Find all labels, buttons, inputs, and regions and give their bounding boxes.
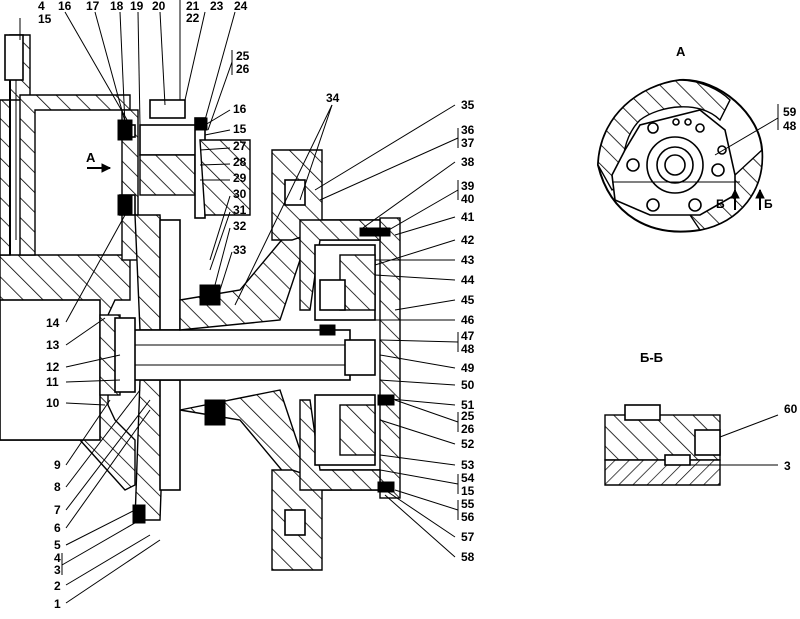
callout-21: 21: [186, 0, 200, 13]
callout-24: 24: [234, 0, 248, 13]
view-a-title: А: [676, 44, 686, 59]
section-mark-left: Б: [716, 197, 725, 211]
section-mark-right: Б: [764, 197, 773, 211]
callout-14: 14: [46, 316, 60, 330]
callout-39: 39: [461, 179, 475, 193]
callout-34: 34: [326, 91, 340, 105]
callout-15-mid: 15: [233, 122, 247, 136]
callout-52: 52: [461, 437, 475, 451]
callout-27: 27: [233, 139, 247, 153]
callout-23: 23: [210, 0, 224, 13]
callout-19: 19: [130, 0, 144, 13]
callout-10: 10: [46, 396, 60, 410]
callout-4-left: 4: [54, 551, 61, 565]
callout-48-view-a: 48: [783, 119, 797, 133]
callout-8: 8: [54, 480, 61, 494]
callout-40: 40: [461, 192, 475, 206]
callout-44: 44: [461, 273, 475, 287]
callout-25-mid: 25: [236, 49, 250, 63]
view-a: А Б Б 59 48: [596, 44, 797, 233]
callout-47: 47: [461, 329, 475, 343]
callout-41: 41: [461, 210, 475, 224]
callout-48: 48: [461, 342, 475, 356]
callout-20: 20: [152, 0, 166, 13]
callout-4-top: 4: [38, 0, 45, 13]
callout-50: 50: [461, 378, 475, 392]
callout-26-mid: 26: [236, 62, 250, 76]
callout-7: 7: [54, 503, 61, 517]
callout-45: 45: [461, 293, 475, 307]
callout-13: 13: [46, 338, 60, 352]
callout-30: 30: [233, 187, 247, 201]
callout-26-right: 26: [461, 422, 475, 436]
callout-22: 22: [186, 11, 200, 25]
section-bb: Б-Б 60 3: [604, 350, 798, 486]
callout-43: 43: [461, 253, 475, 267]
callout-42: 42: [461, 233, 475, 247]
arrow-a-label: А: [86, 150, 96, 165]
callout-57: 57: [461, 530, 475, 544]
callout-5: 5: [54, 538, 61, 552]
leader-lines: [19, 0, 459, 604]
callout-6: 6: [54, 521, 61, 535]
callout-55: 55: [461, 497, 475, 511]
callout-9: 9: [54, 458, 61, 472]
callout-25-right: 25: [461, 409, 475, 423]
callout-36: 36: [461, 123, 475, 137]
callout-16-top: 16: [58, 0, 72, 13]
callouts-right: 35 36 37 38 39 40 41 42 43 44 45 46 47 4…: [461, 98, 475, 564]
main-section: А: [0, 34, 401, 571]
callouts-top: 4 15 16 17 18 19 20 21 22 23 24: [38, 0, 248, 26]
callout-37: 37: [461, 136, 475, 150]
callout-59: 59: [783, 105, 797, 119]
callout-60: 60: [784, 402, 798, 416]
callout-31: 31: [233, 203, 247, 217]
callout-53: 53: [461, 458, 475, 472]
callout-12: 12: [46, 360, 60, 374]
callout-29: 29: [233, 171, 247, 185]
callout-16-mid: 16: [233, 102, 247, 116]
callout-28: 28: [233, 155, 247, 169]
callout-15-right: 15: [461, 484, 475, 498]
callout-58: 58: [461, 550, 475, 564]
callouts-left: 14 13 12 11 10 9 8 7 6 5 4 3 2 1: [46, 316, 61, 611]
callout-2: 2: [54, 579, 61, 593]
callout-17: 17: [86, 0, 100, 13]
callout-15-top: 15: [38, 12, 52, 26]
callout-11: 11: [46, 375, 59, 389]
callout-32: 32: [233, 219, 247, 233]
callout-54: 54: [461, 471, 475, 485]
callout-38: 38: [461, 155, 475, 169]
callout-49: 49: [461, 361, 475, 375]
callouts-middle: 25 26 16 15 27 28 29 30 31 32 33 34: [233, 49, 340, 257]
callout-33: 33: [233, 243, 247, 257]
callout-1: 1: [54, 597, 61, 611]
callout-51: 51: [461, 398, 475, 412]
callout-56: 56: [461, 510, 475, 524]
callout-3-section: 3: [784, 459, 791, 473]
callout-3: 3: [54, 563, 61, 577]
section-bb-title: Б-Б: [640, 350, 663, 365]
callout-35: 35: [461, 98, 475, 112]
callout-18: 18: [110, 0, 124, 13]
callout-46: 46: [461, 313, 475, 327]
